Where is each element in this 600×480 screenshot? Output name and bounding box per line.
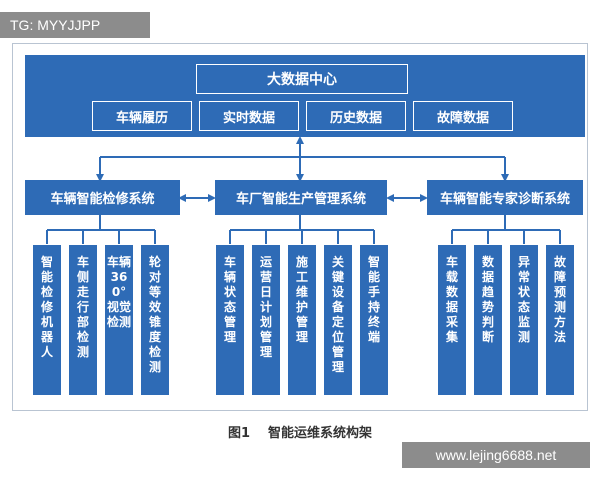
child-label: 异常状态监测 <box>517 255 530 344</box>
child-label: 运营日计划管理 <box>259 255 272 359</box>
figure-number: 图1 <box>227 426 251 441</box>
big-data-center-title: 大数据中心 <box>196 64 408 94</box>
watermark-top: TG: MYYJJPP <box>0 12 150 38</box>
child-box: 车侧走行部检测 <box>68 244 98 396</box>
child-box: 智能手持终端 <box>359 244 389 396</box>
child-label: 车侧走行部检测 <box>76 255 89 359</box>
child-box: 运营日计划管理 <box>251 244 281 396</box>
system-depot-production: 车厂智能生产管理系统 <box>215 180 387 215</box>
data-item-vehicle-history: 车辆履历 <box>92 101 192 131</box>
system-expert-diagnosis: 车辆智能专家诊断系统 <box>427 180 583 215</box>
child-box: 车载数据采集 <box>437 244 467 396</box>
child-box: 关键设备定位管理 <box>323 244 353 396</box>
child-box: 轮对等效锥度检测 <box>140 244 170 396</box>
child-box: 智能检修机器人 <box>32 244 62 396</box>
data-item-realtime: 实时数据 <box>199 101 299 131</box>
child-label: 车辆状态管理 <box>223 255 236 344</box>
child-label: 数据趋势判断 <box>481 255 494 344</box>
data-item-fault: 故障数据 <box>413 101 513 131</box>
figure-title: 智能运维系统构架 <box>268 426 373 441</box>
child-box: 车辆状态管理 <box>215 244 245 396</box>
figure-caption: 图1 智能运维系统构架 <box>0 422 600 441</box>
child-label: 车辆360°视觉检测 <box>107 255 132 329</box>
child-label: 智能手持终端 <box>367 255 380 344</box>
child-label: 智能检修机器人 <box>40 255 53 359</box>
child-box: 施工维护管理 <box>287 244 317 396</box>
child-label: 关键设备定位管理 <box>331 255 344 374</box>
system-vehicle-maintenance: 车辆智能检修系统 <box>25 180 180 215</box>
child-label: 车载数据采集 <box>445 255 458 344</box>
child-label: 轮对等效锥度检测 <box>148 255 161 374</box>
child-box: 异常状态监测 <box>509 244 539 396</box>
child-box: 数据趋势判断 <box>473 244 503 396</box>
child-box: 故障预测方法 <box>545 244 575 396</box>
child-label: 施工维护管理 <box>295 255 308 344</box>
watermark-bottom: www.lejing6688.net <box>402 442 590 468</box>
child-box: 车辆360°视觉检测 <box>104 244 134 396</box>
child-label: 故障预测方法 <box>553 255 566 344</box>
data-item-history: 历史数据 <box>306 101 406 131</box>
